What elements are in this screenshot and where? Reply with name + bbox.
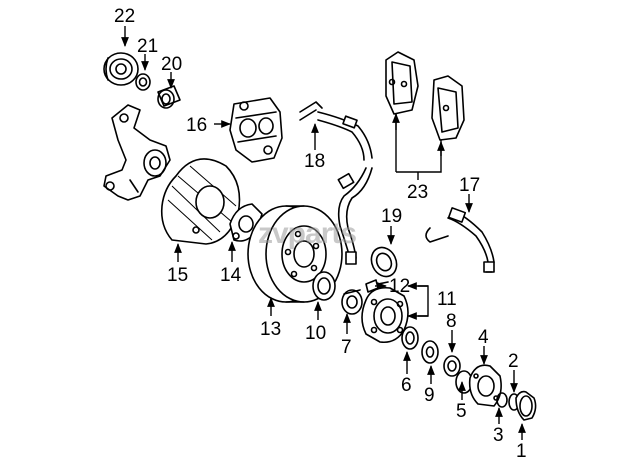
callout-7: 7 [341,337,352,358]
part-1-cap[interactable] [515,390,537,421]
part-23-brake-pad-left[interactable] [385,51,419,115]
callout-15: 15 [167,265,188,286]
callout-17: 17 [459,175,480,196]
callout-3: 3 [493,425,504,446]
part-22-bearing[interactable] [103,52,139,86]
callout-16: 16 [186,115,207,136]
callout-9: 9 [424,385,435,406]
part-20-bushing[interactable] [157,85,181,109]
part-23-brake-pad-right[interactable] [431,75,465,141]
part-19-seal[interactable] [367,243,401,280]
callout-22: 22 [114,6,135,27]
callout-19: 19 [381,206,402,227]
callout-14: 14 [220,265,242,286]
part-17-flex-hose[interactable] [425,207,495,273]
callout-8: 8 [446,311,457,332]
callout-12: 12 [389,276,410,297]
callout-20: 20 [161,54,182,75]
callout-23: 23 [407,182,428,203]
callout-21: 21 [137,36,158,57]
part-16-caliper[interactable] [229,97,283,163]
part-18-brake-hose[interactable] [299,101,373,161]
callout-5: 5 [456,401,467,422]
watermark: zvparts [258,217,356,250]
abs-sensor-wire [337,167,373,265]
part-21-ring[interactable] [135,73,151,91]
callout-2: 2 [508,351,519,372]
callout-6: 6 [401,375,412,396]
callout-11: 11 [437,289,457,310]
leader-lines [121,26,526,440]
callout-10: 10 [305,323,326,344]
callout-4: 4 [478,327,489,348]
callout-18: 18 [304,151,325,172]
part-6-ring[interactable] [401,326,419,350]
part-15-dust-shield[interactable] [160,158,241,245]
callout-13: 13 [260,319,281,340]
callout-labels: 22 21 20 16 18 23 17 19 15 14 12 11 13 1… [114,6,527,462]
part-10-seal[interactable] [312,271,336,301]
part-9-washer[interactable] [421,340,439,364]
part-7-bearing[interactable] [341,289,363,315]
callout-1: 1 [516,441,527,462]
part-8-lock-nut[interactable] [443,355,461,377]
part-3-o-ring[interactable] [496,392,508,408]
steering-knuckle [103,104,171,201]
